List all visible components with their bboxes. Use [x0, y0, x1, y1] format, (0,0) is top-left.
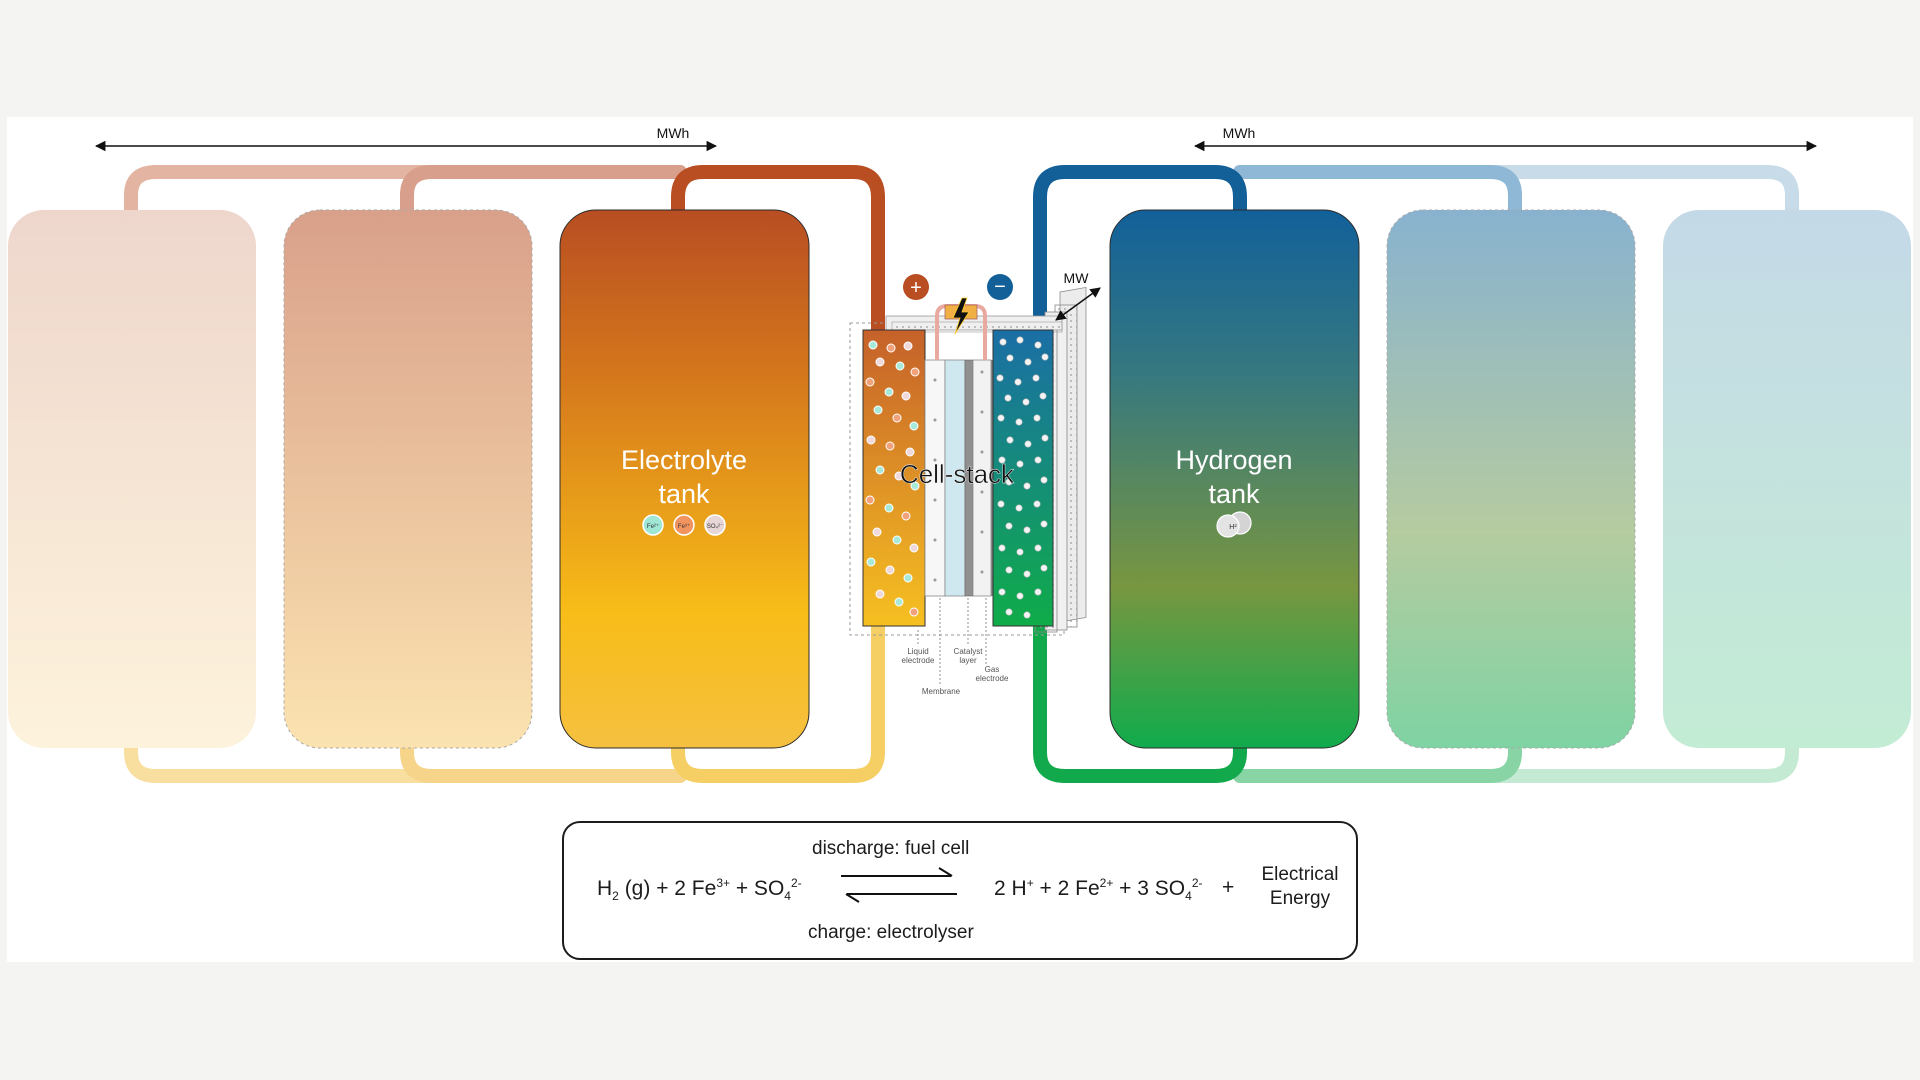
product-so-sub: 4: [1185, 889, 1192, 904]
electrolyte-tank-faded-2: [283, 209, 533, 749]
so4-ion-label: SO₄²⁻: [707, 524, 723, 530]
mw-label: MW: [1064, 270, 1090, 286]
product-fe: + 2 Fe: [1033, 877, 1100, 900]
gas-electrode-label-2: electrode: [976, 674, 1009, 683]
product-h-sup: +: [1026, 876, 1034, 890]
electrolyte-pipes-faded: [124, 165, 687, 783]
fe3-ion-icon: [673, 514, 695, 536]
product-h: 2 H: [994, 877, 1027, 900]
liquid-electrode-label-1: Liquid: [907, 647, 928, 656]
reactant-so-sup: 2-: [790, 876, 802, 890]
hydrogen-pipes-faded: [1233, 165, 1799, 783]
reactant-g-fe: (g) + 2 Fe: [618, 877, 717, 900]
catalyst-layer-label-2: layer: [959, 656, 977, 665]
electrolyte-main-pipe-bottom: [671, 618, 885, 783]
reactant-so: + SO: [730, 877, 785, 900]
gas-electrode-label-1: Gas: [985, 665, 1000, 674]
so4-ion-icon: [704, 514, 726, 536]
mwh-right-label: MWh: [1223, 125, 1256, 141]
catalyst-layer-label-1: Catalyst: [954, 647, 984, 656]
positive-terminal-label: +: [910, 277, 922, 299]
electrolyte-main-pipe-top: [671, 165, 885, 342]
hydrogen-tank-title-2: tank: [1208, 479, 1260, 509]
liquid-electrode-label-2: electrode: [902, 656, 935, 665]
reactant-h: H: [597, 877, 613, 900]
reactant-so-sub: 4: [784, 889, 791, 904]
reactant-h-sub: 2: [612, 889, 619, 904]
charge-label: charge: electrolyser: [808, 922, 974, 943]
cell-stack-title: Cell-stack: [900, 459, 1015, 489]
mw-arrow: [1055, 287, 1101, 321]
hydrogen-main-pipe-top: [1033, 165, 1247, 342]
h2-molecule-label: H²: [1229, 524, 1237, 531]
ion-particles: [865, 340, 920, 617]
hydrogen-tank-faded-2: [1386, 209, 1636, 749]
component-annotations: [917, 598, 987, 686]
cell-stack: [849, 286, 1087, 636]
fe2-ion-label: Fe²⁺: [647, 523, 659, 530]
electrolyte-tank-title-1: Electrolyte: [621, 445, 747, 475]
product-so-sup: 2-: [1191, 876, 1203, 890]
discharge-label: discharge: fuel cell: [812, 838, 970, 859]
membrane-label: Membrane: [922, 687, 961, 696]
product-so: + 3 SO: [1113, 877, 1186, 900]
hydrogen-main-pipe-bottom: [1033, 618, 1247, 783]
reaction-equation-box: discharge: fuel cell H2 (g) + 2 Fe3+ + S…: [562, 821, 1358, 960]
energy-line-1: Electrical: [1261, 864, 1339, 885]
mwh-left-label: MWh: [657, 125, 690, 141]
fe3-ion-label: Fe³⁺: [678, 523, 690, 530]
energy-line-2: Energy: [1269, 888, 1331, 909]
electrolyte-tank-title-2: tank: [658, 479, 710, 509]
ion-icons: Fe²⁺ Fe³⁺ SO₄²⁻: [642, 514, 726, 536]
gas-bubbles: [996, 336, 1049, 619]
hydrogen-tank-faded-3: [1663, 210, 1911, 748]
reactant-fe-sup: 3+: [716, 876, 730, 890]
negative-terminal-label: −: [994, 276, 1006, 298]
hydrogen-tank-title-1: Hydrogen: [1175, 445, 1292, 475]
positive-terminal-icon: [903, 274, 929, 300]
equation-products: 2 H+ + 2 Fe2+ + 3 SO42-: [994, 876, 1203, 903]
hydrogen-tank: [1109, 209, 1360, 749]
h2-molecule-icon: H²: [1216, 511, 1252, 538]
fe2-ion-icon: [642, 514, 664, 536]
equation-reactants: H2 (g) + 2 Fe3+ + SO42-: [597, 876, 802, 903]
electrolyte-tank: [559, 209, 810, 749]
electrolyte-tank-faded-3: [8, 210, 256, 748]
equation-plus: +: [1222, 876, 1235, 899]
equilibrium-arrows-icon: [841, 867, 957, 903]
negative-terminal-icon: [987, 274, 1013, 300]
product-fe-sup: 2+: [1099, 876, 1114, 890]
lightning-icon: [952, 297, 970, 335]
